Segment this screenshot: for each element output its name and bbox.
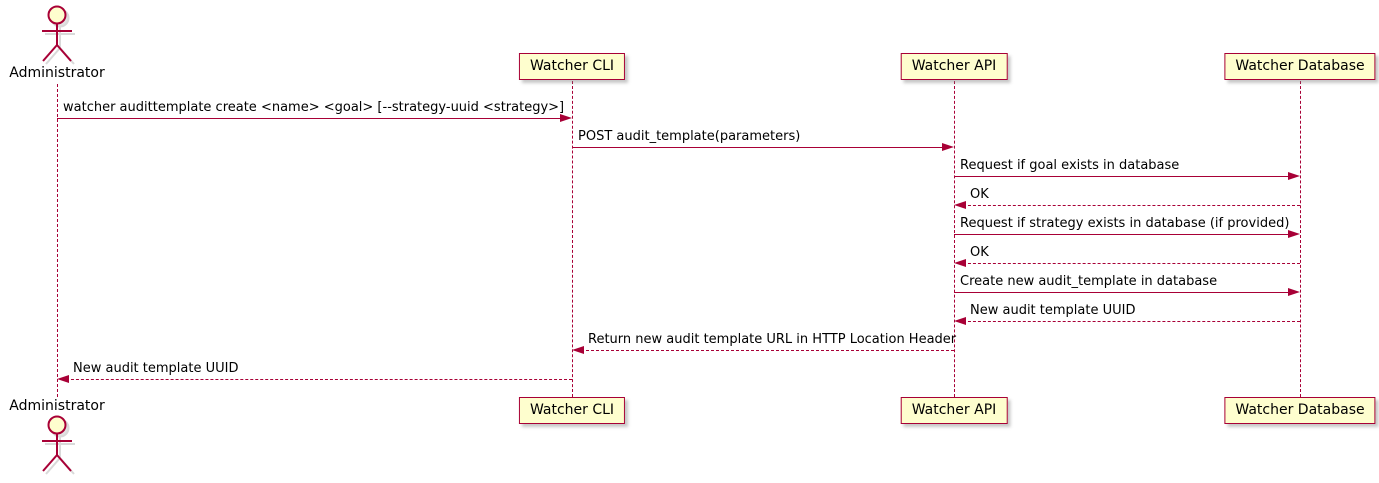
participant-bottom-watcher-cli: Watcher CLI [518,397,626,424]
arrowhead-left-icon [954,317,966,326]
message-label-5: Request if strategy exists in database (… [960,216,1290,231]
arrowhead-left-icon [954,201,966,210]
message-label-6: OK [970,245,989,260]
message-label-1: watcher audittemplate create <name> <goa… [63,100,565,115]
arrowhead-left-icon [954,259,966,268]
message-label-2: POST audit_template(parameters) [578,129,801,144]
lifeline-watcher-cli [572,81,573,397]
message-line-8 [958,321,1300,322]
message-label-9: Return new audit template URL in HTTP Lo… [588,332,957,347]
message-line-4 [958,205,1300,206]
message-line-10 [61,379,572,380]
actor-icon [31,4,83,72]
message-label-7: Create new audit_template in database [960,274,1218,289]
participant-bottom-watcher-api: Watcher API [900,397,1008,424]
message-label-10: New audit template UUID [73,361,239,376]
participant-top-watcher-cli: Watcher CLI [518,53,626,80]
message-line-9 [576,350,954,351]
arrowhead-right-icon [560,114,572,123]
lifeline-watcher-database [1300,81,1301,397]
arrowhead-right-icon [1288,288,1300,297]
actor-label-bottom-administrator: Administrator [9,398,105,414]
actor-icon [31,414,83,482]
message-label-3: Request if goal exists in database [960,158,1180,173]
arrowhead-right-icon [942,143,954,152]
message-line-2 [572,147,950,148]
message-label-8: New audit template UUID [970,303,1136,318]
lifeline-watcher-api [954,81,955,397]
message-line-3 [954,176,1296,177]
participant-bottom-watcher-database: Watcher Database [1224,397,1376,424]
message-label-4: OK [970,187,989,202]
message-line-6 [958,263,1300,264]
message-line-1 [57,118,568,119]
arrowhead-right-icon [1288,230,1300,239]
actor-label-top-administrator: Administrator [9,65,105,81]
arrowhead-left-icon [57,375,69,384]
arrowhead-left-icon [572,346,584,355]
message-line-5 [954,234,1296,235]
lifeline-administrator [57,84,58,397]
participant-top-watcher-api: Watcher API [900,53,1008,80]
arrowhead-right-icon [1288,172,1300,181]
message-line-7 [954,292,1296,293]
participant-top-watcher-database: Watcher Database [1224,53,1376,80]
